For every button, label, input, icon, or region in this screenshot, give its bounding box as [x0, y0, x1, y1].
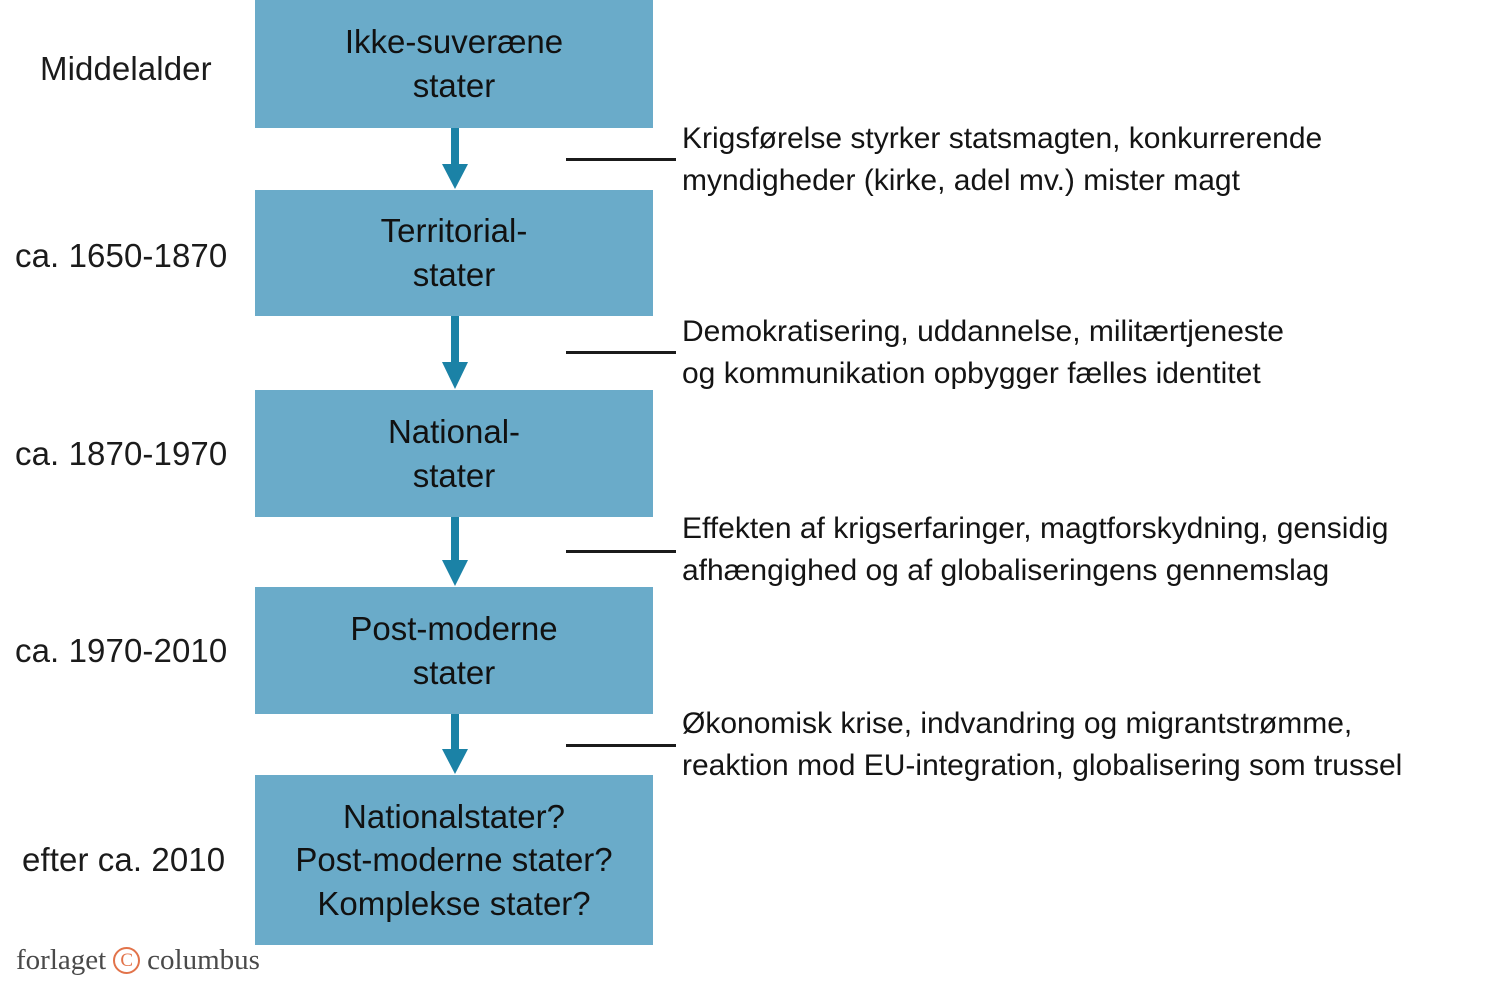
arrow-down-icon-1: [440, 128, 470, 190]
stage-box-line: Nationalstater?: [343, 797, 565, 835]
period-label-1870-1970: ca. 1870-1970: [15, 435, 228, 472]
leader-line-2: [566, 351, 676, 354]
period-label-1970-2010: ca. 1970-2010: [15, 632, 228, 669]
logo-word-columbus: columbus: [147, 944, 260, 976]
publisher-logo: forlaget C columbus: [16, 946, 260, 975]
stage-box-line: Ikke-suveræne: [344, 23, 564, 61]
annotation-2: Demokratisering, uddannelse, militærtjen…: [682, 311, 1472, 395]
stage-box-line: Territorial-: [380, 212, 528, 250]
arrow-down-icon-4: [440, 714, 470, 775]
stage-box-line: stater: [412, 256, 496, 293]
stage-box-line: stater: [412, 456, 496, 494]
stage-box-ikke-suveraene-stater: Ikke-suveræne stater: [255, 0, 653, 128]
annotation-line: Økonomisk krise, indvandring og migrants…: [682, 707, 1353, 740]
annotation-line: Krigsførelse styrker statsmagten, konkur…: [682, 122, 1323, 155]
stage-box-nationalstater: National- stater: [255, 390, 653, 517]
arrow-down-icon-3: [440, 517, 470, 587]
period-label-efter-2010: efter ca. 2010: [22, 841, 226, 878]
stage-box-line: Komplekse stater?: [317, 884, 591, 922]
stage-box-line: National-: [387, 412, 521, 450]
arrow-down-icon-2: [440, 316, 470, 390]
annotation-line: afhængighed og af globaliseringens genne…: [682, 554, 1330, 587]
logo-word-forlaget: forlaget: [16, 944, 107, 976]
stage-box-post-moderne-stater: Post-moderne stater: [255, 587, 653, 714]
copyright-circle-icon: C: [113, 947, 141, 974]
annotation-line: og kommunikation opbygger fælles identit…: [682, 357, 1261, 390]
annotation-4: Økonomisk krise, indvandring og migrants…: [682, 703, 1472, 787]
stage-box-line: stater: [412, 67, 496, 104]
period-label-1650-1870: ca. 1650-1870: [15, 237, 228, 274]
leader-line-3: [566, 550, 676, 553]
annotation-line: reaktion mod EU-integration, globaliseri…: [682, 749, 1403, 782]
leader-line-1: [566, 158, 676, 161]
stage-box-line: Post-moderne stater?: [295, 841, 613, 879]
stage-box-line: Post-moderne: [350, 609, 558, 647]
leader-line-4: [566, 744, 676, 747]
stage-box-territorialstater: Territorial- stater: [255, 190, 653, 316]
stage-box-line: stater: [412, 653, 496, 691]
annotation-line: myndigheder (kirke, adel mv.) mister mag…: [682, 164, 1240, 197]
stage-box-fremtid-spoergsmaal: Nationalstater? Post-moderne stater? Kom…: [255, 775, 653, 945]
annotation-line: Effekten af krigserfaringer, magtforskyd…: [682, 512, 1389, 545]
annotation-3: Effekten af krigserfaringer, magtforskyd…: [682, 508, 1472, 592]
period-label-middelalder: Middelalder: [40, 50, 212, 87]
annotation-line: Demokratisering, uddannelse, militærtjen…: [682, 315, 1284, 348]
annotation-1: Krigsførelse styrker statsmagten, konkur…: [682, 118, 1472, 202]
